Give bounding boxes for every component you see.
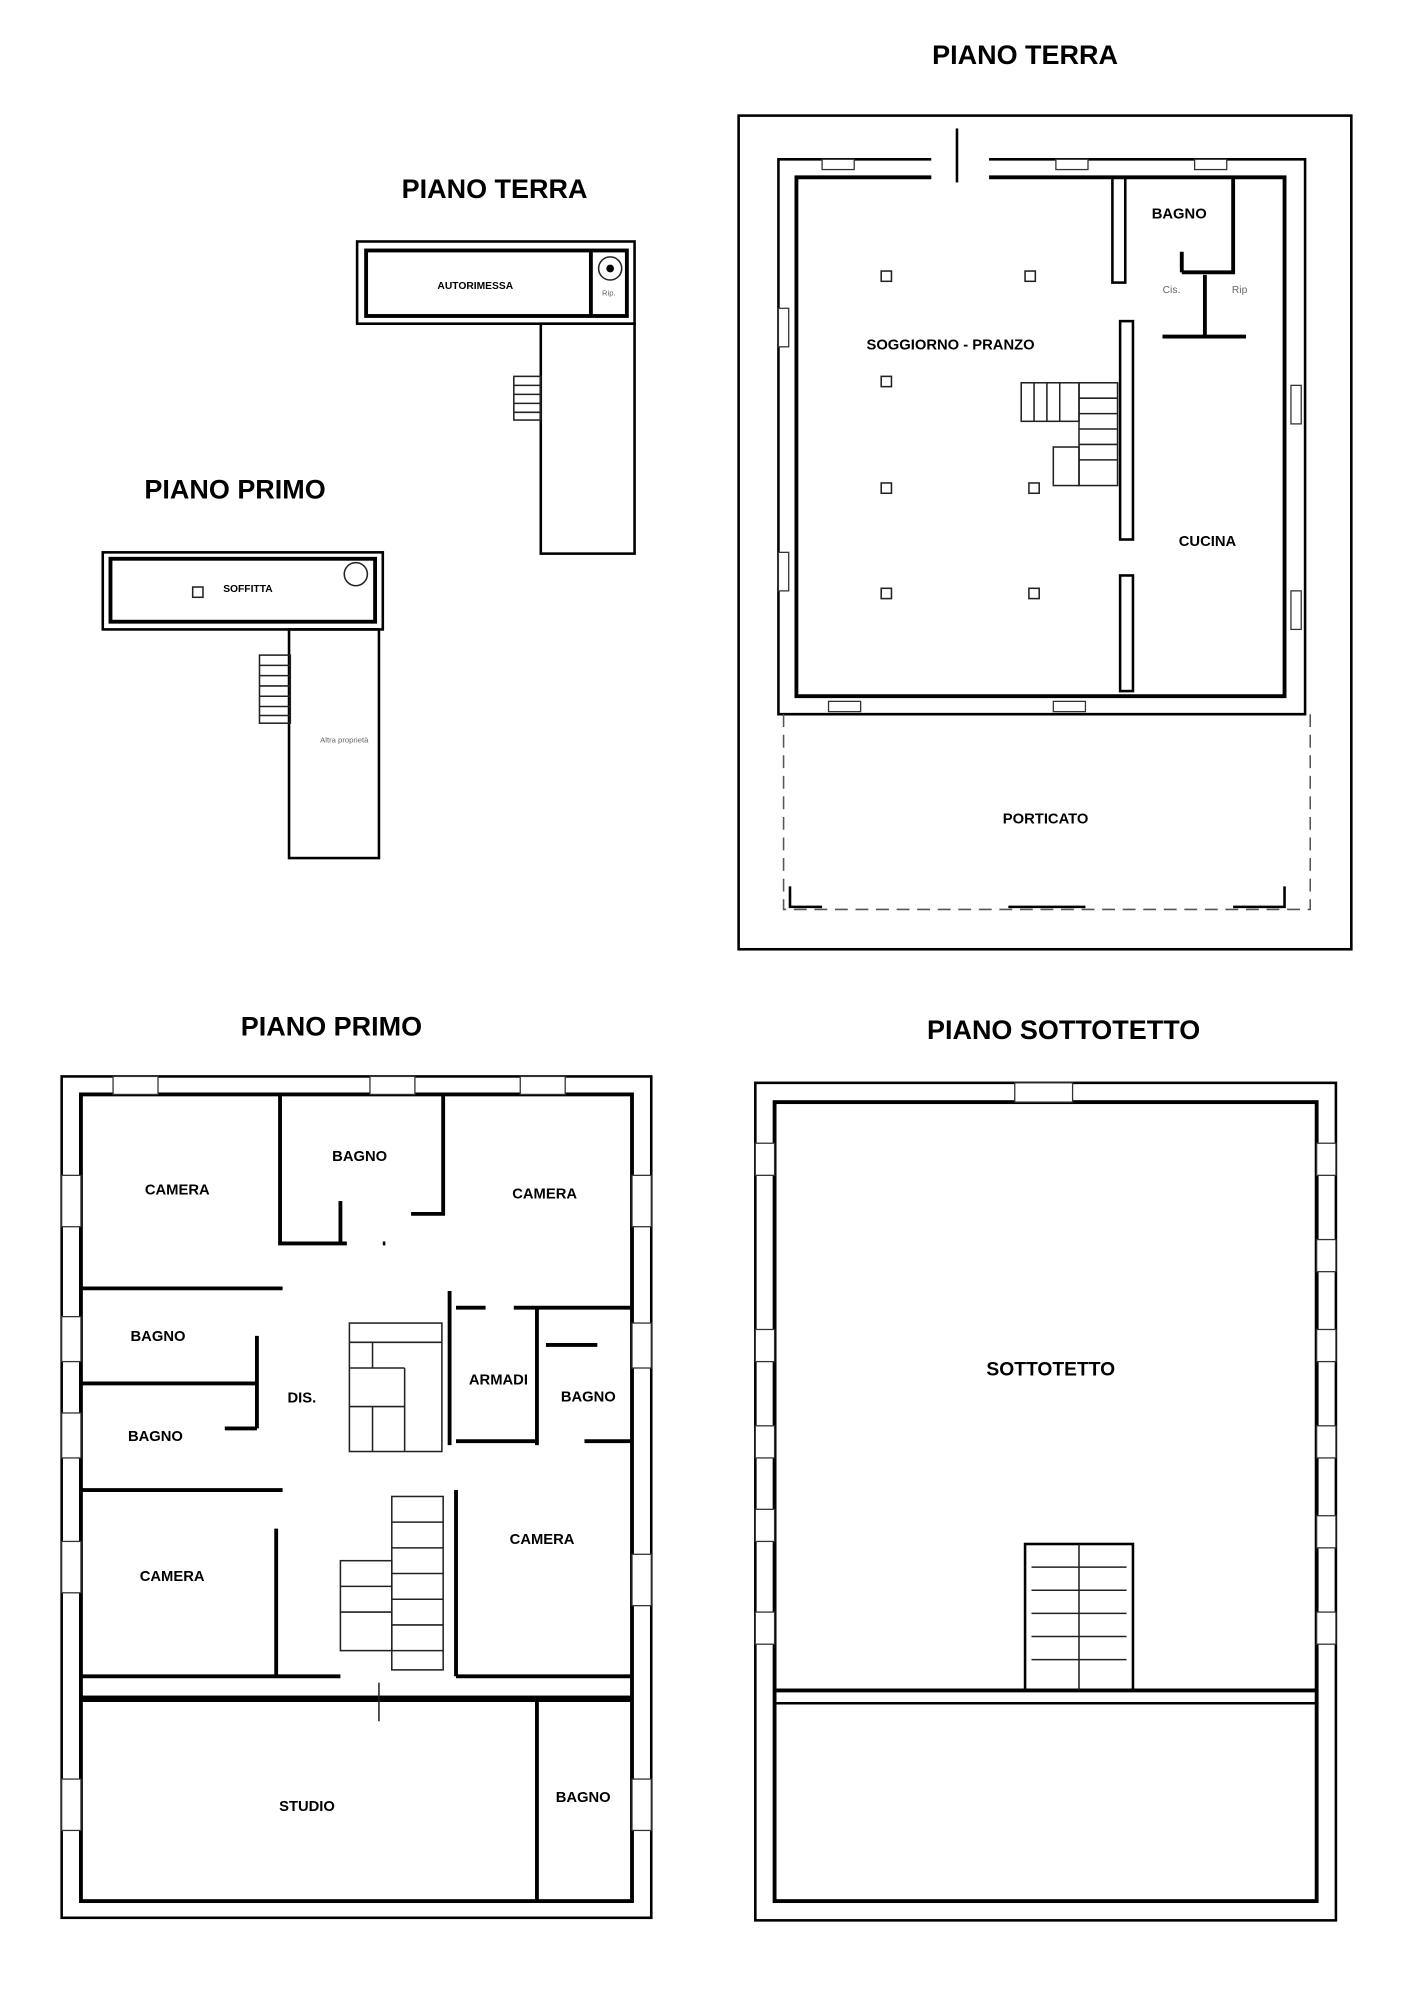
porticato-pillars — [788, 886, 1286, 909]
spiral-stair-icon — [597, 256, 623, 281]
room-porticato: PORTICATO — [1003, 811, 1089, 827]
exterior-wall-inner — [79, 1092, 634, 1904]
room-studio: STUDIO — [279, 1799, 335, 1815]
room-bagno-s: BAGNO — [556, 1790, 611, 1806]
window-markers — [754, 1082, 1337, 1645]
kitchen-partition-lower — [1118, 574, 1135, 693]
room-camera-nw: CAMERA — [145, 1183, 210, 1199]
exterior-wall-outer — [754, 1081, 1338, 1922]
column-markers — [880, 270, 1040, 600]
first-floor-plan: PIANO PRIMO — [60, 1011, 653, 1920]
spiral-stair-icon — [343, 561, 369, 587]
bagno-wall — [1181, 177, 1236, 275]
staircase-icon — [1023, 1542, 1135, 1692]
stair-icon — [258, 654, 292, 724]
outdoor-area — [287, 628, 381, 860]
window-markers — [777, 158, 1302, 713]
room-dis: DIS. — [288, 1391, 317, 1407]
small-ground-floor-plan: PIANO TERRA AUTORIMESSA Rip. — [355, 174, 636, 555]
soffitta-outer-wall — [101, 551, 385, 631]
room-bagno-w1: BAGNO — [131, 1329, 186, 1345]
small-first-floor-plan: PIANO PRIMO SOFFITTA Altra proprietà — [101, 474, 385, 860]
staircase-icon — [1020, 382, 1119, 487]
room-bagno-w2: BAGNO — [128, 1429, 183, 1445]
window-markers — [61, 1075, 652, 1832]
soffitta-inner-wall — [108, 556, 378, 624]
note-rip: Rip — [1232, 285, 1248, 296]
first-title: PIANO PRIMO — [241, 1011, 422, 1041]
small-first-title: PIANO PRIMO — [144, 474, 325, 504]
outdoor-area — [539, 322, 636, 555]
attic-floor-plan: PIANO SOTTOTETTO SOTTOTETTO — [754, 1015, 1338, 1922]
room-bagno: BAGNO — [1152, 206, 1207, 222]
room-bagno-e: BAGNO — [561, 1389, 616, 1405]
porticato-outline — [782, 714, 1311, 911]
note-altra-proprieta: Altra proprietà — [320, 735, 369, 744]
note-rip: Rip. — [602, 288, 616, 297]
interior-walls — [80, 1094, 632, 1902]
note-cis: Cis. — [1163, 285, 1181, 296]
kitchen-partition — [1118, 319, 1135, 541]
room-camera-e: CAMERA — [510, 1532, 575, 1548]
small-ground-title: PIANO TERRA — [402, 174, 588, 204]
exterior-wall-inner — [772, 1100, 1319, 1904]
hatch-icon — [191, 586, 204, 599]
room-cucina: CUCINA — [1179, 534, 1237, 550]
ground-floor-plan: PIANO TERRA Cis. Rip — [737, 40, 1353, 951]
exterior-wall-inner — [794, 175, 1287, 699]
room-camera-ne: CAMERA — [512, 1186, 577, 1202]
ground-title: PIANO TERRA — [932, 40, 1118, 70]
plan-frame — [737, 114, 1353, 951]
room-sottotetto: SOTTOTETTO — [986, 1360, 1115, 1381]
stair-icon — [513, 375, 542, 421]
room-bagno-n: BAGNO — [332, 1149, 387, 1165]
spiral-stair-core — [606, 264, 615, 273]
garage-outer-wall — [355, 240, 636, 325]
room-soggiorno-pranzo: SOGGIORNO - PRANZO — [866, 337, 1034, 353]
exterior-wall-outer — [60, 1075, 653, 1920]
staircase-icon — [339, 1322, 444, 1671]
room-armadi: ARMADI — [469, 1373, 528, 1389]
room-camera-sw: CAMERA — [140, 1569, 205, 1585]
room-autorimessa: AUTORIMESSA — [437, 281, 513, 292]
exterior-wall-outer — [777, 157, 1307, 716]
garage-inner-wall — [364, 248, 629, 318]
bagno-west-wall — [1111, 175, 1127, 284]
attic-title: PIANO SOTTOTETTO — [927, 1015, 1200, 1045]
room-soffitta: SOFFITTA — [223, 584, 273, 595]
